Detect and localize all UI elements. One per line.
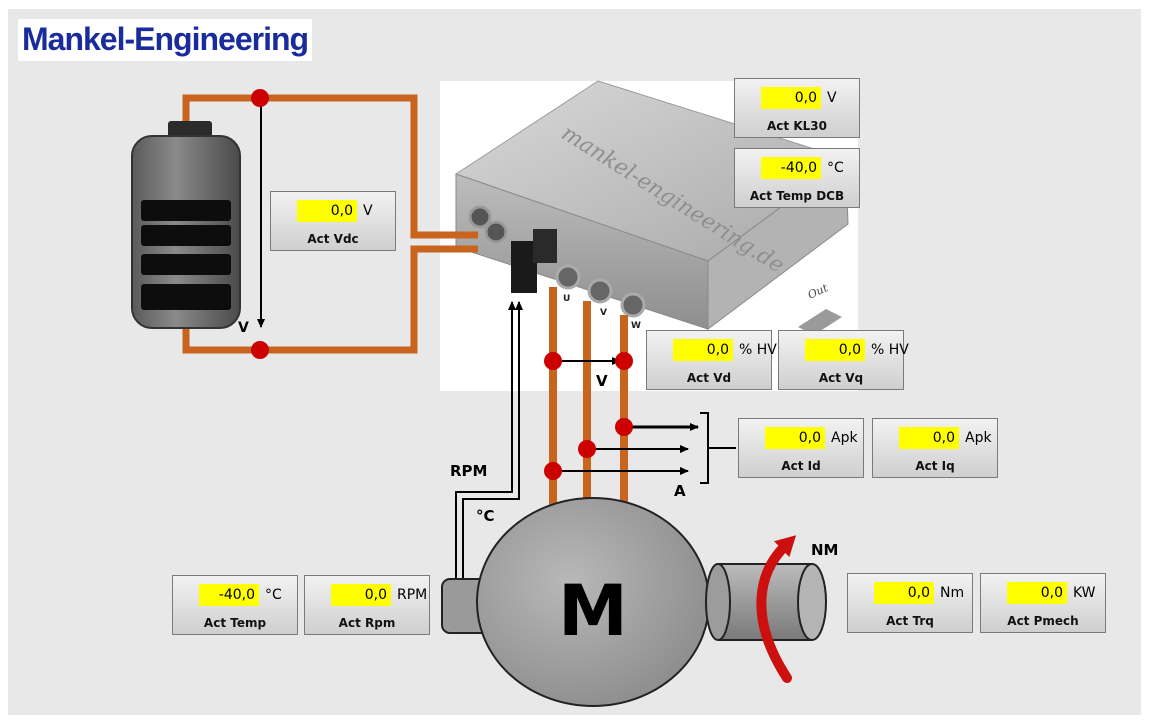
panel-act-temp-dcb: -40,0 °C Act Temp DCB — [734, 148, 860, 208]
act-temp-dcb-unit: °C — [827, 160, 844, 176]
current-brace — [700, 412, 736, 484]
act-id-value: 0,0 — [765, 427, 825, 449]
act-temp-value: -40,0 — [199, 584, 259, 606]
act-temp-dcb-label: Act Temp DCB — [749, 189, 845, 203]
act-kl30-label: Act KL30 — [767, 119, 827, 133]
phase-u-label: U — [563, 294, 570, 304]
inverter-housing: mankel-engineering.de Out U V W — [454, 80, 849, 335]
act-rpm-label: Act Rpm — [338, 616, 396, 630]
act-kl30-unit: V — [827, 90, 837, 106]
panel-act-iq: 0,0 Apk Act Iq — [872, 418, 998, 478]
phase-v-label: V — [600, 308, 607, 318]
phase-voltage-label: V — [596, 372, 608, 390]
act-iq-value: 0,0 — [899, 427, 959, 449]
temp-label: °C — [476, 507, 495, 525]
motor: M — [441, 497, 710, 707]
panel-act-vdc: 0,0 V Act Vdc — [270, 191, 396, 251]
act-iq-unit: Apk — [965, 430, 992, 446]
panel-act-rpm: 0,0 RPM Act Rpm — [304, 575, 430, 635]
panel-act-kl30: 0,0 V Act KL30 — [734, 78, 860, 138]
act-pmech-value: 0,0 — [1007, 582, 1067, 604]
rpm-sensor-line — [455, 301, 516, 581]
act-id-unit: Apk — [831, 430, 858, 446]
act-pmech-label: Act Pmech — [1007, 614, 1079, 628]
act-temp-label: Act Temp — [203, 616, 267, 630]
act-id-label: Act Id — [781, 459, 821, 473]
phase-current-label: A — [674, 482, 686, 500]
panel-act-temp: -40,0 °C Act Temp — [172, 575, 298, 635]
act-rpm-value: 0,0 — [331, 584, 391, 606]
torque-label: NM — [811, 541, 838, 559]
act-trq-value: 0,0 — [874, 582, 934, 604]
act-vq-unit: % HV — [871, 342, 909, 358]
act-kl30-value: 0,0 — [761, 87, 821, 109]
hmi-canvas: mankel-engineering.de Out U V W — [8, 9, 1141, 715]
act-vd-unit: % HV — [739, 342, 777, 358]
act-iq-label: Act Iq — [915, 459, 955, 473]
phase-w-label: W — [631, 321, 641, 331]
temp-sensor-line — [462, 301, 523, 581]
act-vd-label: Act Vd — [686, 371, 732, 385]
brand-title: Mankel-Engineering — [18, 19, 313, 61]
motor-label: M — [558, 570, 628, 652]
node-dc-positive — [251, 89, 269, 107]
act-vdc-value: 0,0 — [297, 200, 357, 222]
act-trq-unit: Nm — [940, 585, 965, 601]
panel-act-trq: 0,0 Nm Act Trq — [847, 573, 973, 633]
rpm-label: RPM — [450, 462, 487, 480]
act-vq-label: Act Vq — [818, 371, 864, 385]
act-temp-dcb-value: -40,0 — [761, 157, 821, 179]
act-trq-label: Act Trq — [886, 614, 934, 628]
act-vdc-label: Act Vdc — [307, 232, 359, 246]
act-temp-unit: °C — [265, 587, 282, 603]
dc-cable-negative — [182, 245, 478, 354]
rotation-arrow — [756, 535, 797, 683]
act-vdc-unit: V — [363, 203, 373, 219]
battery-voltage-label: V — [238, 320, 249, 336]
panel-act-vq: 0,0 % HV Act Vq — [778, 330, 909, 390]
act-vd-value: 0,0 — [673, 339, 733, 361]
node-dc-negative — [251, 341, 269, 359]
panel-act-id: 0,0 Apk Act Id — [738, 418, 864, 478]
dc-cable-positive — [182, 94, 478, 239]
panel-act-pmech: 0,0 KW Act Pmech — [980, 573, 1106, 633]
act-pmech-unit: KW — [1073, 585, 1096, 601]
act-vq-value: 0,0 — [805, 339, 865, 361]
act-rpm-unit: RPM — [397, 587, 428, 603]
battery — [131, 121, 241, 329]
panel-act-vd: 0,0 % HV Act Vd — [646, 330, 777, 390]
